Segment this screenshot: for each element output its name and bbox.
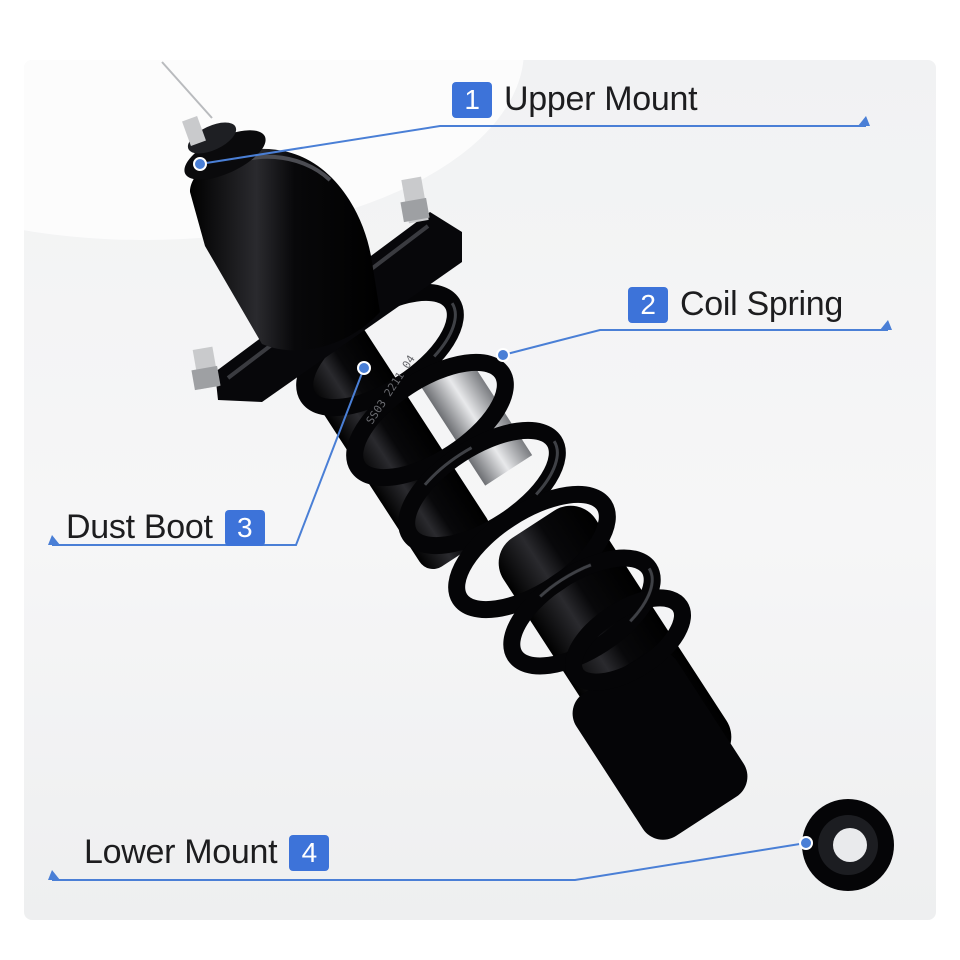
callout-upper-mount: 1 Upper Mount bbox=[452, 80, 698, 119]
callout-text: Lower Mount bbox=[84, 833, 278, 871]
dot-coil-spring bbox=[496, 348, 510, 362]
callout-coil-spring: 2 Coil Spring bbox=[628, 285, 843, 324]
callout-text: Dust Boot bbox=[66, 508, 213, 546]
callout-text: Coil Spring bbox=[680, 285, 843, 323]
piston-rod bbox=[419, 354, 533, 486]
dot-upper-mount bbox=[193, 157, 207, 171]
callout-number-badge: 1 bbox=[452, 81, 492, 118]
background-panel bbox=[24, 60, 936, 920]
callout-text: Upper Mount bbox=[504, 80, 698, 118]
callout-dust-boot: Dust Boot 3 bbox=[66, 508, 265, 547]
mount-studs bbox=[191, 176, 430, 391]
callout-number-badge: 3 bbox=[224, 509, 265, 546]
dot-dust-boot bbox=[357, 361, 371, 375]
leader-upper-mount bbox=[199, 125, 866, 165]
callout-number-badge: 4 bbox=[289, 834, 330, 871]
leader-dots bbox=[193, 157, 813, 850]
callout-number-badge: 2 bbox=[628, 286, 668, 323]
leader-end-arrows bbox=[48, 116, 892, 880]
leader-lower-mount bbox=[52, 842, 807, 881]
leader-coil-spring bbox=[502, 329, 888, 356]
upper-wire bbox=[161, 61, 213, 119]
callout-leaders bbox=[52, 125, 888, 881]
leader-dust-boot bbox=[52, 367, 365, 546]
callout-lower-mount: Lower Mount 4 bbox=[84, 833, 330, 872]
dot-lower-mount bbox=[799, 836, 813, 850]
lower-eye-mount bbox=[802, 799, 894, 891]
